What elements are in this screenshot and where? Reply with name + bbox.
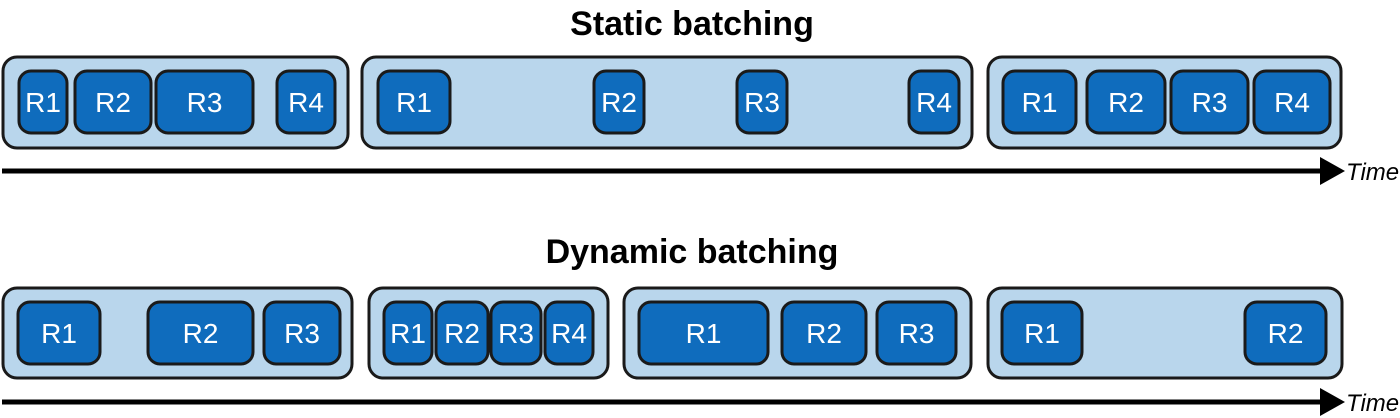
request-box (1243, 300, 1328, 366)
request-box (73, 69, 153, 135)
static-batch-2-request-r1: R1 (376, 69, 452, 135)
dynamic-batch-4-request-r2: R2 (1243, 300, 1328, 366)
static-batch-2-request-r2: R2 (592, 69, 646, 135)
request-label: R4 (916, 87, 952, 118)
static-batch-1-request-r2: R2 (73, 69, 153, 135)
request-box (1000, 300, 1084, 366)
request-label: R2 (1268, 318, 1304, 349)
request-box (275, 69, 337, 135)
request-box (376, 69, 452, 135)
dynamic-batch-1-request-r2: R2 (146, 300, 255, 366)
request-box (262, 300, 342, 366)
request-box (489, 300, 543, 366)
request-label: R4 (288, 87, 324, 118)
request-box (637, 300, 770, 366)
request-label: R1 (396, 87, 432, 118)
dynamic-batch-group: R1 R2 R3 R1 R2 R3 R4 R1 R2 R3 R1 R2 (1, 286, 1344, 380)
request-box (154, 69, 255, 135)
request-label: R3 (498, 318, 534, 349)
static-time-arrowhead-icon (1320, 157, 1345, 185)
request-box (1001, 69, 1078, 135)
dynamic-batch-1-request-r1: R1 (16, 300, 102, 366)
request-box (780, 300, 868, 366)
dynamic-batch-2-request-r4: R4 (543, 300, 595, 366)
static-batch-2-request-r4: R4 (907, 69, 961, 135)
dynamic-batch-2-request-r1: R1 (382, 300, 434, 366)
request-box (592, 69, 646, 135)
request-label: R3 (187, 87, 223, 118)
request-box (146, 300, 255, 366)
request-label: R1 (390, 318, 426, 349)
static-batch-2-request-r3: R3 (735, 69, 789, 135)
request-box (382, 300, 434, 366)
dynamic-batch-2-request-r3: R3 (489, 300, 543, 366)
request-box (907, 69, 961, 135)
static-batch-3: R1 R2 R3 R4 (986, 55, 1343, 150)
request-box (434, 300, 490, 366)
dynamic-batch-1-request-r3: R3 (262, 300, 342, 366)
request-label: R4 (1274, 87, 1310, 118)
dynamic-batch-4: R1 R2 (986, 286, 1344, 380)
request-box (1169, 69, 1250, 135)
static-time-label: Time (1346, 159, 1399, 186)
static-batch-2-container (360, 55, 974, 150)
request-label: R2 (444, 318, 480, 349)
static-batch-3-request-r3: R3 (1169, 69, 1250, 135)
static-batch-group: R1 R2 R3 R4 R1 R2 R3 R4 R1 R2 R3 R4 (1, 55, 1343, 150)
dynamic-batch-3: R1 R2 R3 (622, 286, 973, 380)
dynamic-batch-3-request-r3: R3 (875, 300, 958, 366)
request-label: R3 (744, 87, 780, 118)
request-label: R2 (1108, 87, 1144, 118)
dynamic-time-label: Time (1346, 390, 1399, 417)
static-batch-3-request-r2: R2 (1085, 69, 1167, 135)
request-label: R1 (41, 318, 77, 349)
request-label: R1 (1024, 318, 1060, 349)
dynamic-time-axis: Time (2, 388, 1399, 417)
static-batch-1: R1 R2 R3 R4 (1, 55, 350, 150)
static-batch-1-request-r1: R1 (17, 69, 69, 135)
dynamic-batching-title: Dynamic batching (546, 233, 839, 271)
request-box (1085, 69, 1167, 135)
request-box (1252, 69, 1332, 135)
dynamic-batch-2: R1 R2 R3 R4 (367, 286, 610, 380)
static-batch-3-request-r4: R4 (1252, 69, 1332, 135)
request-label: R3 (284, 318, 320, 349)
dynamic-time-arrowhead-icon (1320, 388, 1345, 416)
static-time-axis: Time (2, 157, 1399, 186)
request-box (543, 300, 595, 366)
dynamic-batch-3-request-r1: R1 (637, 300, 770, 366)
request-box (735, 69, 789, 135)
request-label: R3 (1192, 87, 1228, 118)
static-batching-section: Static batching R1 R2 R3 R4 R1 R2 R3 R4 R1 R2 R3 R4… (1, 5, 1399, 186)
dynamic-batch-2-request-r2: R2 (434, 300, 490, 366)
request-label: R2 (806, 318, 842, 349)
dynamic-batch-1: R1 R2 R3 (1, 286, 354, 380)
request-box (875, 300, 958, 366)
request-label: R2 (601, 87, 637, 118)
request-box (17, 69, 69, 135)
request-label: R3 (899, 318, 935, 349)
request-box (16, 300, 102, 366)
static-batch-2: R1 R2 R3 R4 (360, 55, 974, 150)
dynamic-batch-3-request-r2: R2 (780, 300, 868, 366)
request-label: R1 (686, 318, 722, 349)
static-batch-1-request-r3: R3 (154, 69, 255, 135)
request-label: R2 (183, 318, 219, 349)
static-batching-title: Static batching (570, 5, 814, 43)
dynamic-batch-4-request-r1: R1 (1000, 300, 1084, 366)
request-label: R1 (1022, 87, 1058, 118)
request-label: R2 (95, 87, 131, 118)
static-batch-1-request-r4: R4 (275, 69, 337, 135)
request-label: R4 (551, 318, 587, 349)
static-batch-3-request-r1: R1 (1001, 69, 1078, 135)
request-label: R1 (25, 87, 61, 118)
